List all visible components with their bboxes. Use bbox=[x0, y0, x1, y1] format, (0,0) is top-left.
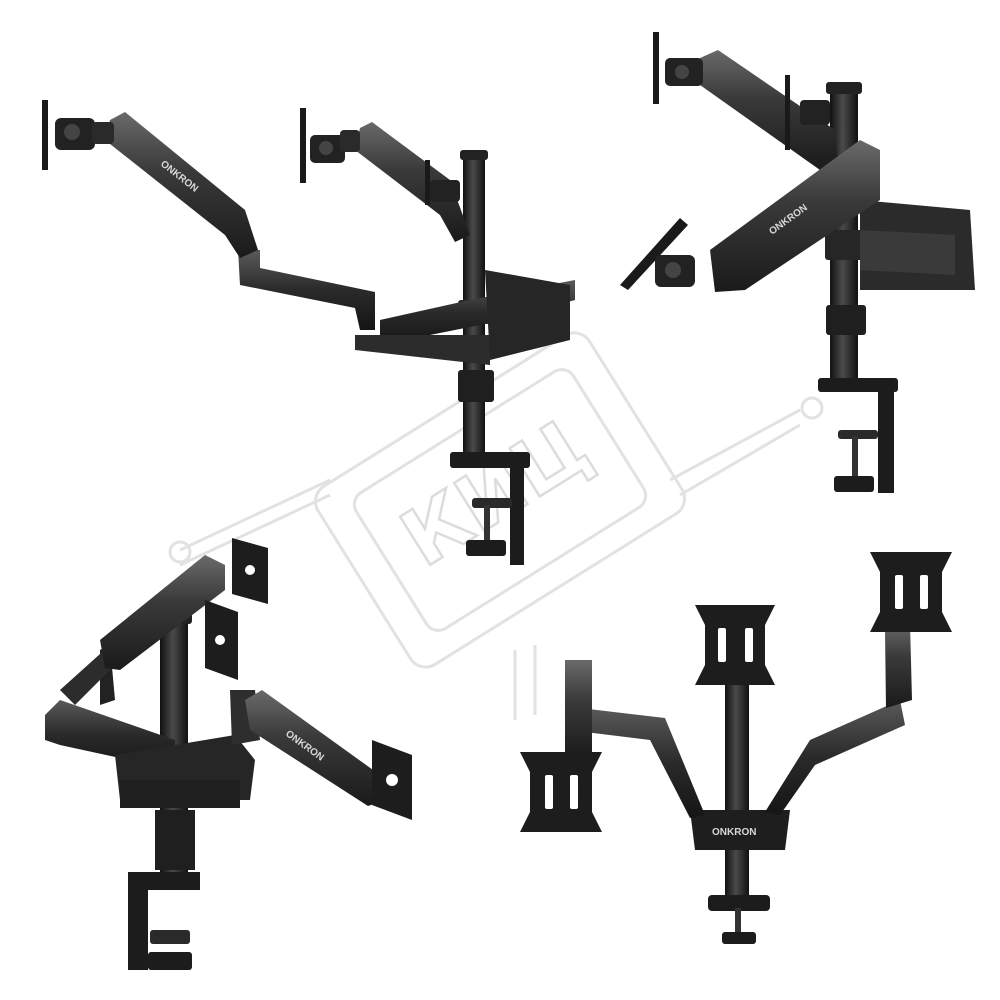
view-rear-angled: ONKRON bbox=[45, 538, 412, 970]
gas-spring-arm bbox=[105, 112, 258, 258]
gas-spring-arm bbox=[885, 622, 912, 708]
vesa-mount bbox=[425, 160, 460, 205]
desk-clamp bbox=[818, 378, 898, 493]
desk-clamp bbox=[450, 452, 530, 565]
gas-spring-arm bbox=[700, 50, 838, 170]
desk-clamp bbox=[708, 895, 770, 944]
vesa-mount bbox=[785, 75, 830, 150]
gas-spring-arm bbox=[565, 660, 592, 760]
gas-spring-arm bbox=[245, 690, 385, 806]
vesa-mount bbox=[300, 108, 360, 183]
gas-spring-arm bbox=[100, 555, 225, 670]
extension-arm bbox=[238, 250, 375, 330]
watermark-text: КИЦ bbox=[387, 402, 605, 585]
brand-logo-text: ONKRON bbox=[712, 827, 756, 838]
view-front-extended: ONKRON bbox=[42, 100, 575, 565]
vesa-mount bbox=[620, 218, 695, 290]
vesa-mount bbox=[653, 32, 703, 104]
mount-pole bbox=[725, 660, 749, 910]
extension-arm bbox=[765, 700, 905, 815]
view-side-stacked: ONKRON bbox=[620, 32, 975, 493]
gas-spring-arm bbox=[710, 140, 880, 292]
vesa-mount bbox=[42, 100, 114, 170]
desk-clamp bbox=[128, 810, 200, 970]
extension-arm bbox=[580, 708, 705, 818]
gas-spring-arm bbox=[355, 122, 470, 242]
view-front-folded: ONKRON bbox=[520, 552, 952, 944]
vesa-plate bbox=[520, 552, 952, 832]
